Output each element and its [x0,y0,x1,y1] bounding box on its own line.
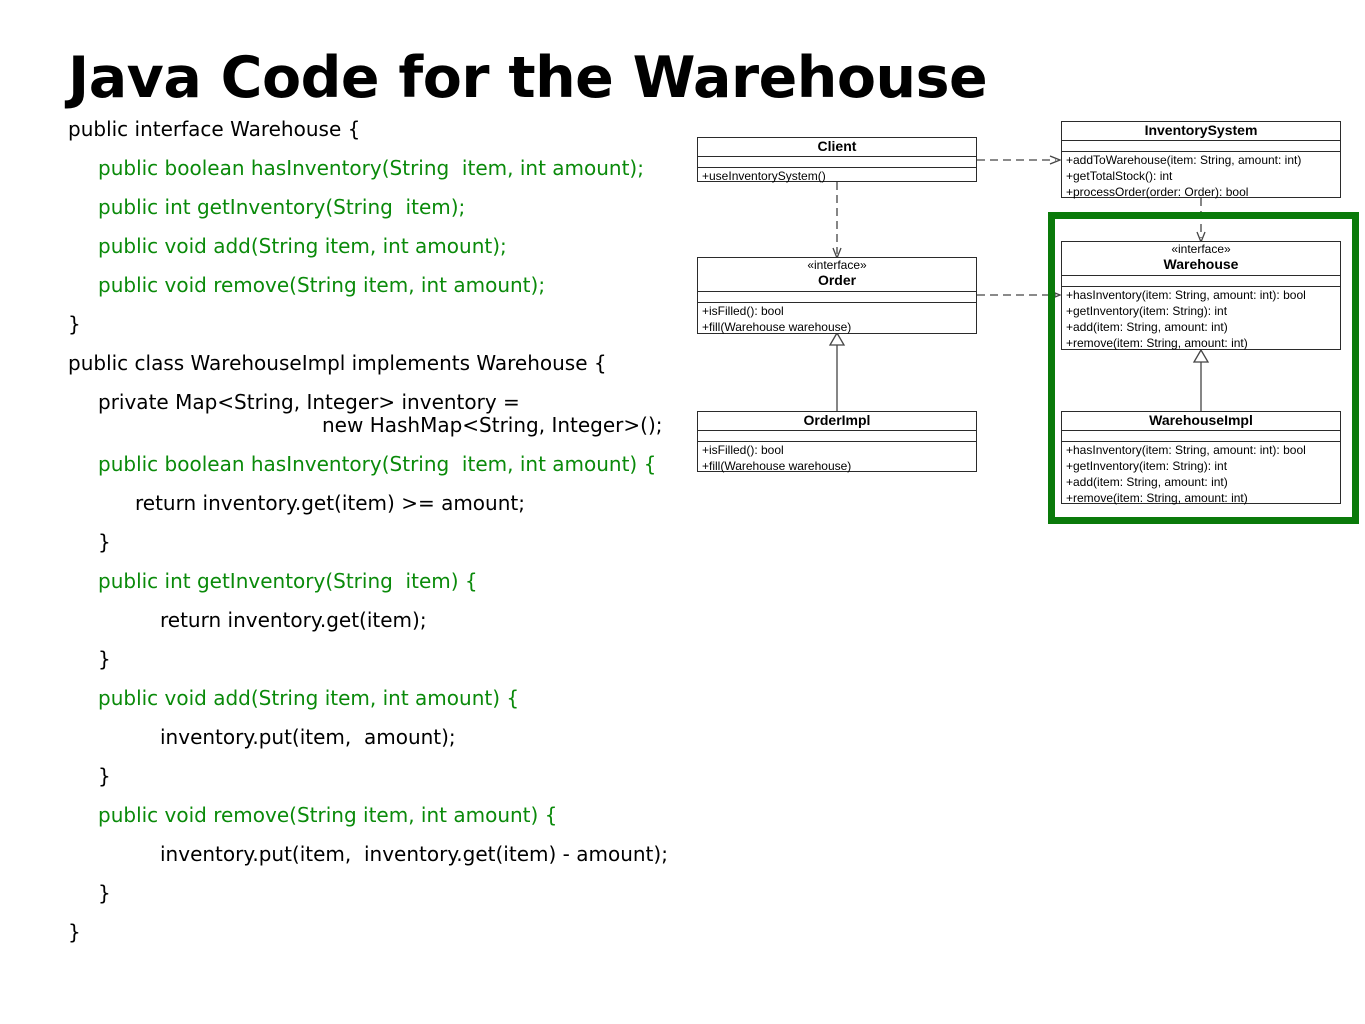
code-line: public boolean hasInventory(String item,… [98,452,657,476]
slide-title: Java Code for the Warehouse [68,45,988,111]
code-line: inventory.put(item, amount); [160,725,456,749]
uml-class-name: OrderImpl [803,412,871,428]
uml-method: +isFilled(): bool [702,443,784,457]
uml-class-name: Warehouse [1163,256,1239,272]
code-line: inventory.put(item, inventory.get(item) … [160,842,668,866]
uml-method: +fill(Warehouse warehouse) [702,320,852,334]
uml-method: +fill(Warehouse warehouse) [702,459,852,473]
uml-method: +remove(item: String, amount: int) [1066,491,1248,505]
uml-method: +add(item: String, amount: int) [1066,320,1228,334]
hollow-triangle [828,331,846,346]
uml-method: +getTotalStock(): int [1066,169,1173,183]
code-line: } [68,920,81,944]
uml-class-name: Client [817,138,857,154]
code-line: } [98,647,111,671]
uml-class-warehouseimpl: WarehouseImpl +hasInventory(item: String… [1061,411,1341,505]
code-line: } [98,881,111,905]
uml-method: +addToWarehouse(item: String, amount: in… [1066,153,1302,167]
uml-interface-order: «interface» Order +isFilled(): bool +fil… [697,257,977,334]
uml-method: +hasInventory(item: String, amount: int)… [1066,443,1306,457]
warehouse-highlight-frame [1048,212,1359,524]
code-line: public int getInventory(String item); [98,195,466,219]
code-line: public class WarehouseImpl implements Wa… [68,351,607,375]
uml-method: +isFilled(): bool [702,304,784,318]
code-line: return inventory.get(item); [160,608,427,632]
code-line: } [68,312,81,336]
code-line: public void add(String item, int amount)… [98,686,520,710]
uml-class-orderimpl: OrderImpl +isFilled(): bool +fill(Wareho… [697,411,977,473]
code-line: return inventory.get(item) >= amount; [135,491,525,515]
code-line: public interface Warehouse { [68,117,361,141]
uml-class-name: InventorySystem [1144,122,1258,138]
uml-method: +add(item: String, amount: int) [1066,475,1228,489]
uml-class-inventorysystem: InventorySystem +addToWarehouse(item: St… [1061,121,1341,199]
code-line: public boolean hasInventory(String item,… [98,156,644,180]
code-line: public void add(String item, int amount)… [98,234,507,258]
uml-class-name: WarehouseImpl [1149,412,1253,428]
code-line: } [98,530,111,554]
uml-stereotype: «interface» [807,258,867,272]
code-line: public void remove(String item, int amou… [98,803,558,827]
uml-method: +hasInventory(item: String, amount: int)… [1066,288,1306,302]
hollow-triangle [1192,348,1210,363]
uml-method: +remove(item: String, amount: int) [1066,336,1248,350]
uml-class-name: Order [817,272,857,288]
uml-stereotype: «interface» [1171,242,1231,256]
uml-interface-warehouse: «interface» Warehouse +hasInventory(item… [1061,241,1341,350]
uml-method: +getInventory(item: String): int [1066,304,1228,318]
uml-method: +useInventorySystem() [702,169,826,183]
code-line: public void remove(String item, int amou… [98,273,546,297]
code-line: private Map<String, Integer> inventory = [98,390,520,414]
uml-method: +getInventory(item: String): int [1066,459,1228,473]
code-line: new HashMap<String, Integer>(); [322,413,663,437]
code-line: public int getInventory(String item) { [98,569,478,593]
arrowhead [1049,155,1062,165]
uml-class-client: Client +useInventorySystem() [697,137,977,183]
uml-method: +processOrder(order: Order): bool [1066,185,1249,199]
code-line: } [98,764,111,788]
